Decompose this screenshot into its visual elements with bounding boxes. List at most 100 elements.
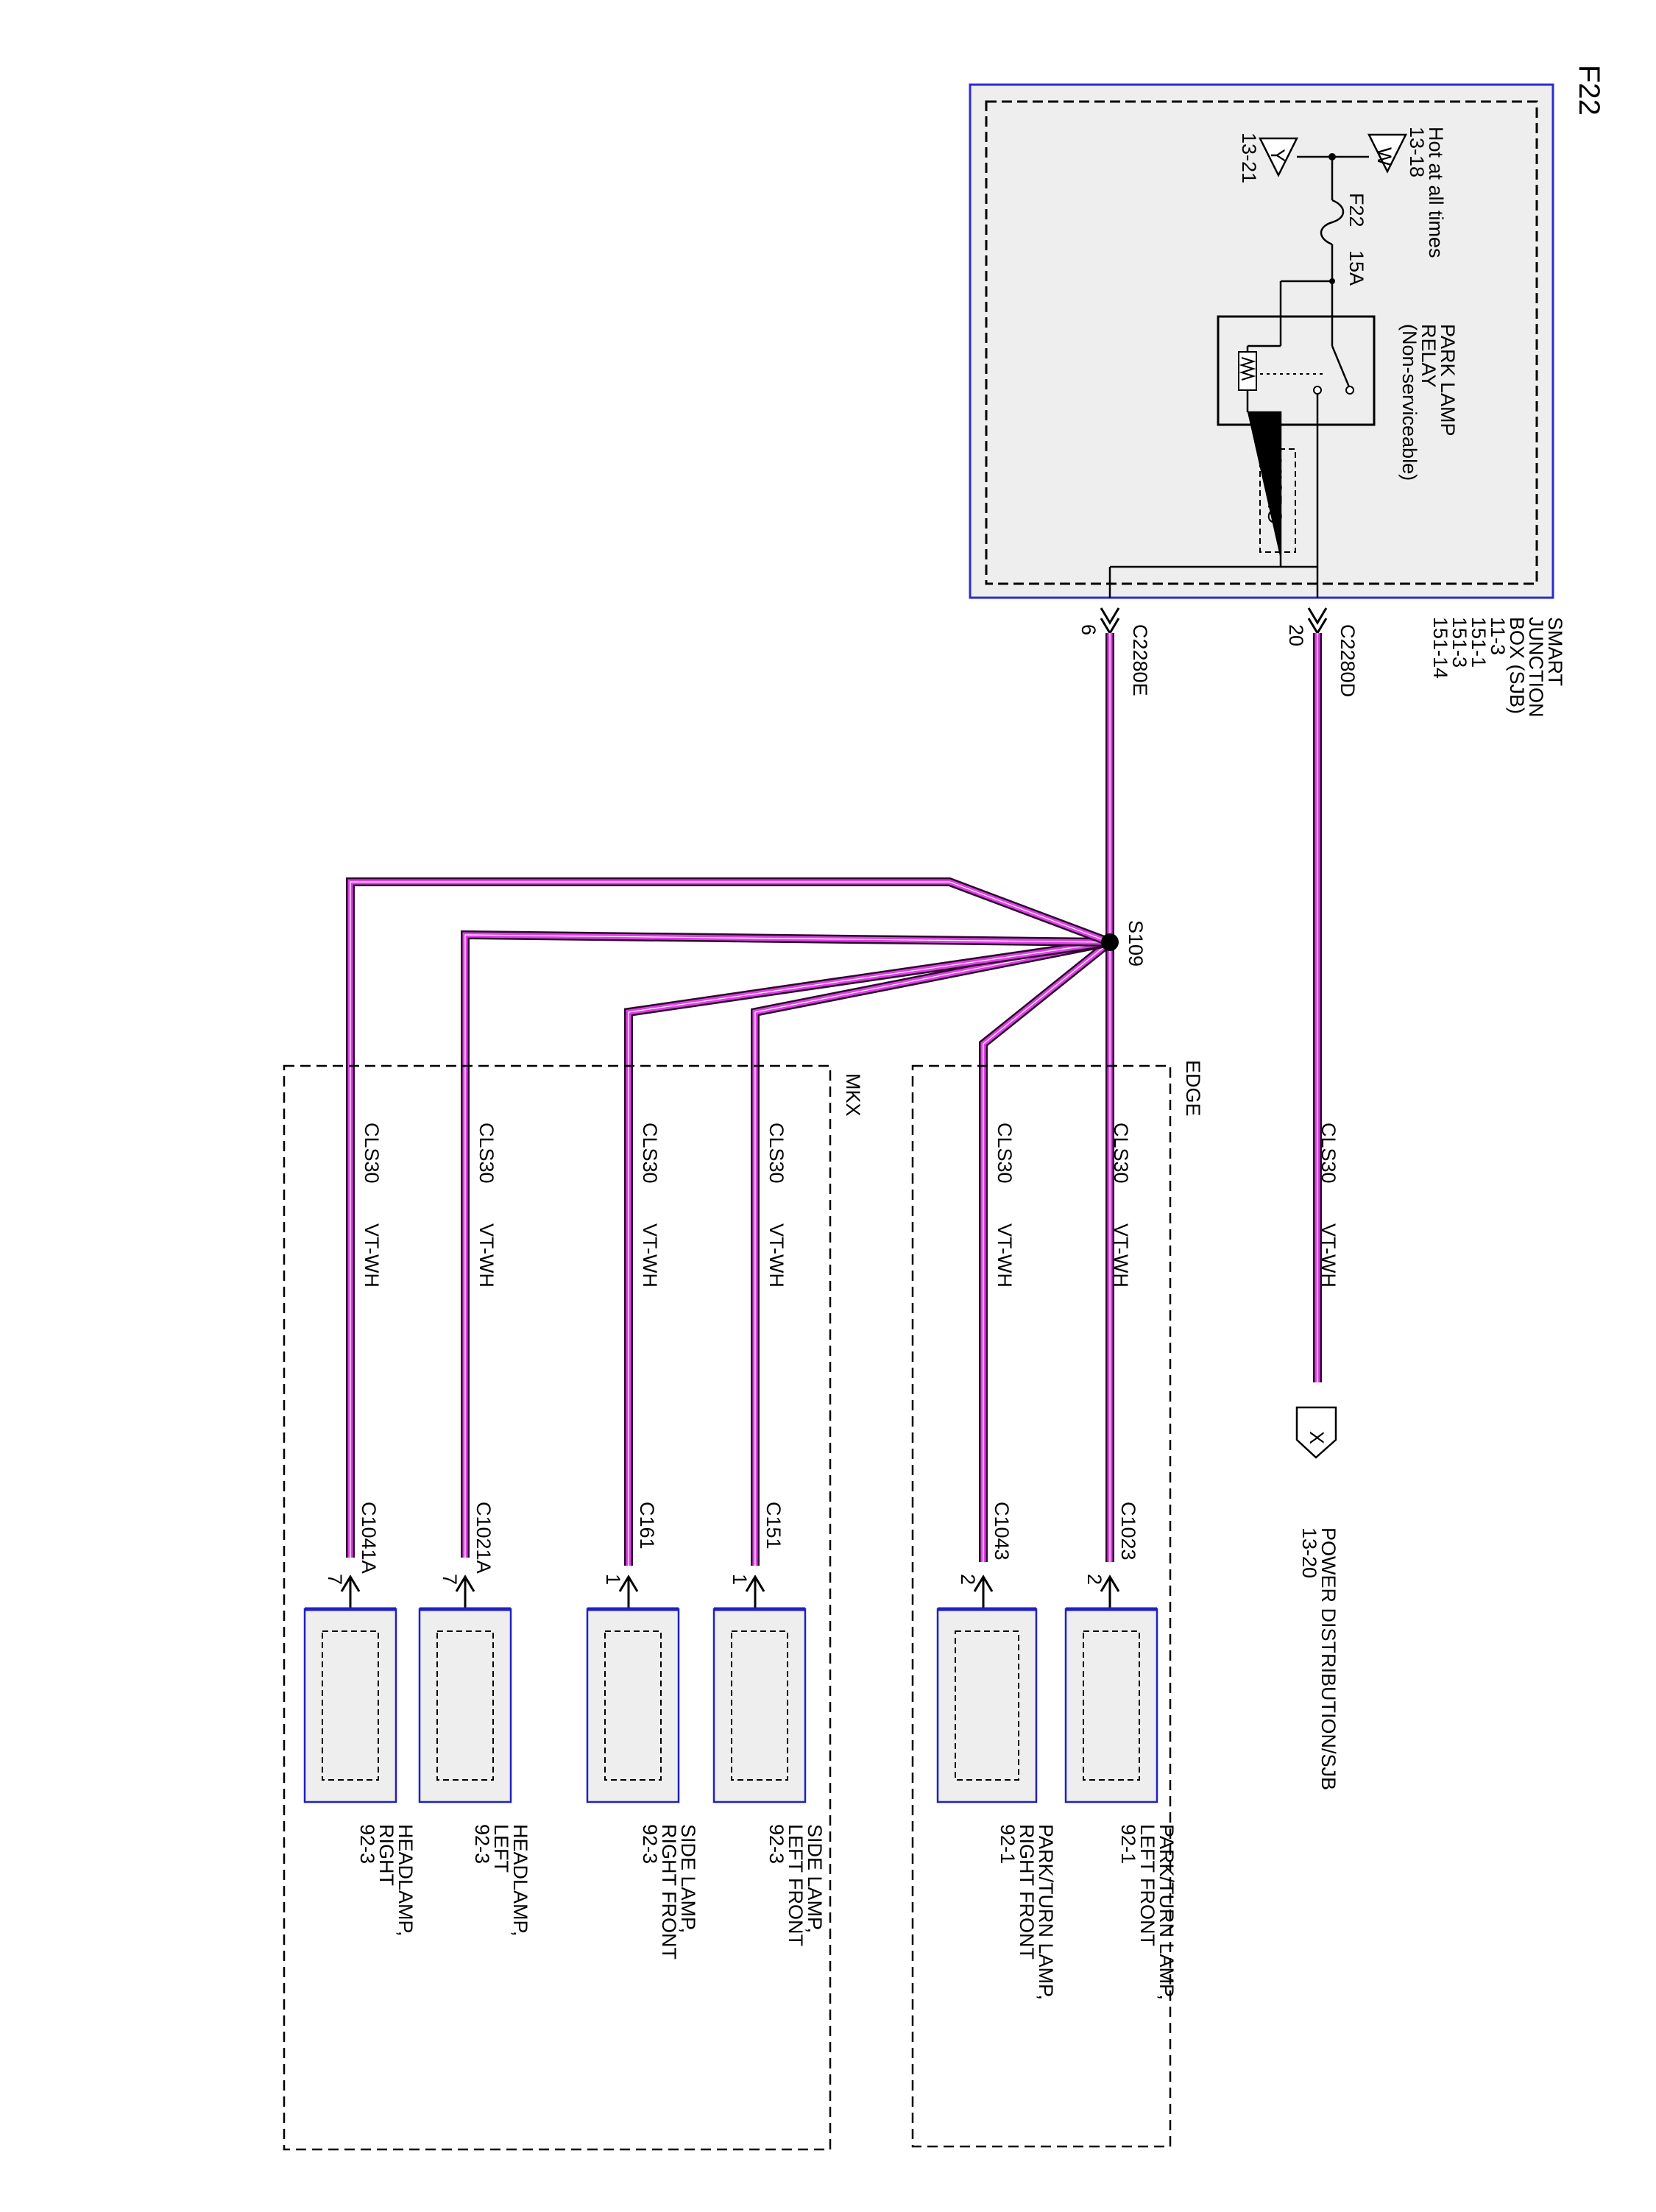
component-box: [418, 1608, 512, 1803]
fuse-rating: 15A: [1345, 250, 1367, 286]
component-connector-name: C161: [636, 1502, 658, 1550]
triangle-y-icon: [1258, 137, 1299, 177]
component-connector-pin: 7: [324, 1574, 346, 1585]
wire-1-color: VT-WH: [1110, 1223, 1132, 1287]
component-inner-box: [604, 1630, 662, 1781]
offpage-line-1: POWER DISTRIBUTION/SJB: [1317, 1527, 1340, 1790]
wire-4-color: VT-WH: [639, 1223, 661, 1287]
wire-path: [346, 877, 1112, 1558]
ref-y-letter: Y: [1267, 149, 1289, 162]
sjb-name-4: 11-3: [1487, 617, 1509, 655]
component-name-line: LEFT: [490, 1824, 512, 1873]
splice-s109-dot: [1101, 933, 1119, 951]
component-box: [1064, 1608, 1158, 1803]
component-connector-pin: 2: [957, 1574, 979, 1585]
sjb-name-5: 151-1: [1468, 617, 1490, 668]
component-connector-pin: 1: [729, 1574, 751, 1585]
connector-arrow-icon: [455, 1575, 475, 1609]
c2280e-name: C2280E: [1129, 624, 1151, 696]
component-name-line: 92-3: [765, 1824, 788, 1864]
component-name-line: 92-3: [356, 1824, 378, 1864]
wire-path: [461, 930, 1111, 1558]
ref-w: 13-18: [1406, 127, 1428, 177]
connector-arrow-icon: [618, 1575, 639, 1609]
component-name-line: 92-1: [1117, 1824, 1139, 1864]
sjb-name-1: SMART: [1544, 617, 1566, 686]
wire-path: [624, 938, 1111, 1566]
wire-path: [751, 938, 1111, 1566]
c2280d-pin: 20: [1285, 624, 1307, 646]
component-name-line: 92-1: [997, 1824, 1019, 1864]
component-name-line: RIGHT FRONT: [658, 1824, 680, 1960]
wire-path: [979, 939, 1113, 1562]
wire-3-color: VT-WH: [765, 1223, 788, 1287]
offpage-letter: X: [1306, 1431, 1328, 1444]
sjb-box: W Y Hot at all times 13-18 13-21 F22 15A: [969, 83, 1554, 599]
sjb-name-7: 151-14: [1429, 617, 1451, 679]
component-name-line: PARK/TURN LAMP,: [1035, 1824, 1057, 2000]
wire-1-circuit: CLS30: [1110, 1123, 1132, 1184]
offpage-line-2: 13-20: [1298, 1527, 1320, 1578]
fuse-id: F22: [1345, 193, 1367, 227]
triangle-w-icon: [1367, 133, 1408, 174]
c2280e-connector-icon: [1100, 607, 1120, 635]
relay-label-2: RELAY: [1418, 324, 1440, 388]
wire-2-circuit: CLS30: [994, 1123, 1016, 1184]
sjb-name: SMART JUNCTION BOX (SJB) 11-3 151-1 151-…: [1429, 617, 1566, 718]
component-name-line: LEFT FRONT: [785, 1824, 807, 1946]
component-name-line: SIDE LAMP,: [804, 1824, 826, 1933]
component-connector-name: C1041A: [358, 1502, 380, 1574]
component-name-line: 92-3: [639, 1824, 661, 1864]
page-title: F22: [1573, 65, 1605, 116]
component-box: [936, 1608, 1038, 1803]
component-name-line: RIGHT FRONT: [1016, 1824, 1038, 1960]
component-name-line: HEADLAMP,: [394, 1824, 417, 1937]
wire-3-circuit: CLS30: [765, 1123, 788, 1184]
relay-label-3: (Non-serviceable): [1398, 324, 1420, 481]
mkx-group-box: [283, 1064, 832, 2151]
component-connector-pin: 2: [1083, 1574, 1105, 1585]
component-connector-name: C151: [762, 1502, 785, 1550]
sjb-name-6: 151-3: [1448, 617, 1471, 668]
wire-5-color: VT-WH: [475, 1223, 498, 1287]
fuse-icon: [1320, 199, 1345, 246]
c2280d-connector-icon: [1307, 607, 1328, 635]
component-inner-box: [436, 1630, 494, 1781]
connector-arrow-icon: [340, 1575, 361, 1609]
c2280e-pin: 6: [1078, 624, 1100, 635]
component-inner-box: [955, 1630, 1019, 1781]
component-name-line: RIGHT: [375, 1824, 397, 1886]
wire-5-circuit: CLS30: [475, 1123, 498, 1184]
connector-arrow-icon: [1100, 1575, 1120, 1609]
component-box: [712, 1608, 807, 1803]
edge-group-label: EDGE: [1182, 1060, 1204, 1117]
c2280d-name: C2280D: [1337, 624, 1359, 697]
wire-labels: CLS30 VT-WH CLS30 VT-WH CLS30 VT-WH CLS3…: [361, 1123, 1340, 1287]
micro-label: MICRO: [1264, 458, 1286, 524]
component-inner-box: [1083, 1630, 1140, 1781]
edge-group-box: [911, 1064, 1172, 2148]
wire-0-color: VT-WH: [1317, 1223, 1340, 1287]
component-inner-box: [731, 1630, 788, 1781]
component-name-line: LEFT FRONT: [1136, 1824, 1158, 1946]
component-inner-box: [322, 1630, 379, 1781]
splice-s109-label: S109: [1125, 920, 1147, 967]
component-name-line: SIDE LAMP,: [677, 1824, 699, 1933]
wires: [346, 633, 1322, 1566]
wire-2-color: VT-WH: [994, 1223, 1016, 1287]
hot-text: Hot at all times: [1425, 127, 1447, 258]
connector-arrow-icon: [973, 1575, 994, 1609]
ref-w-letter: W: [1373, 147, 1395, 166]
offpage-connector: [1295, 1406, 1337, 1459]
component-name-line: HEADLAMP,: [509, 1824, 531, 1937]
component-connector-pin: 1: [602, 1574, 624, 1585]
component-box: [303, 1608, 397, 1803]
